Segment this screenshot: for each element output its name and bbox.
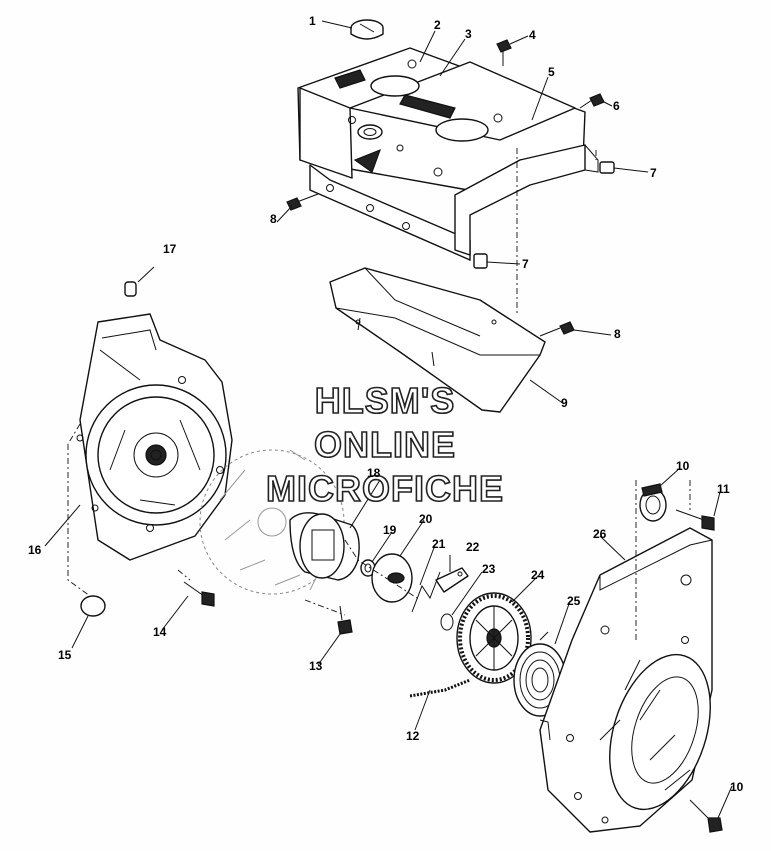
- air-guide: [329, 267, 546, 413]
- screw-6: [579, 93, 605, 109]
- callout-4: 4: [529, 28, 536, 42]
- callout-8-right: 8: [614, 327, 621, 341]
- callout-7-upper: 7: [650, 166, 657, 180]
- callout-16: 16: [28, 543, 42, 557]
- callout-10-lower: 10: [730, 780, 744, 794]
- screw-8-right: [539, 321, 575, 337]
- callout-14: 14: [153, 625, 167, 639]
- callout-1: 1: [309, 14, 316, 28]
- callout-9: 9: [561, 396, 568, 410]
- callout-19: 19: [383, 523, 397, 537]
- callout-18: 18: [367, 466, 381, 480]
- watermark-line-1: HLSM'S: [314, 380, 456, 422]
- recoil-pulley: [456, 592, 532, 684]
- callout-11: 11: [717, 482, 730, 496]
- dowel-pin: [124, 281, 137, 297]
- callout-13: 13: [309, 659, 323, 673]
- alignment-lines: [67, 148, 691, 640]
- callout-21: 21: [432, 537, 446, 551]
- callout-26: 26: [593, 527, 607, 541]
- callout-8-left: 8: [270, 212, 277, 226]
- fuel-cap: [350, 19, 384, 40]
- bolt-14: [183, 581, 215, 607]
- blower-housing: [76, 313, 233, 561]
- clamp-10: [639, 483, 667, 522]
- washer-plate: [371, 553, 413, 603]
- screw-13: [337, 605, 353, 635]
- callout-12: 12: [406, 729, 420, 743]
- watermark-line-2: ONLINE: [313, 424, 456, 466]
- starter-housing: [539, 527, 713, 833]
- screw-8-left: [286, 193, 319, 211]
- callout-7-lower: 7: [522, 257, 529, 271]
- callout-25: 25: [567, 594, 581, 608]
- retaining-ring: [440, 613, 454, 631]
- callout-6: 6: [613, 99, 620, 113]
- starter-rope: [409, 678, 471, 698]
- callout-20: 20: [419, 512, 433, 526]
- callout-17: 17: [163, 242, 177, 256]
- watermark-line-3: MICROFICHE: [265, 468, 504, 510]
- callout-22: 22: [466, 540, 480, 554]
- callout-24: 24: [531, 568, 545, 582]
- pawl-spring: [411, 571, 441, 613]
- bolt-10-lower: [689, 799, 723, 833]
- starter-cup: [289, 512, 360, 581]
- callout-2: 2: [434, 18, 441, 32]
- callout-5: 5: [548, 65, 555, 79]
- callout-23: 23: [482, 562, 496, 576]
- callout-10-upper: 10: [676, 459, 690, 473]
- callout-15: 15: [58, 648, 72, 662]
- clip-7-lower: [473, 253, 488, 269]
- clip-7-upper: [599, 161, 615, 174]
- screw-4: [496, 39, 512, 66]
- bolt-11: [675, 509, 715, 531]
- callout-3: 3: [465, 27, 472, 41]
- plug: [80, 595, 106, 617]
- engine-shroud: [297, 47, 599, 261]
- leader-lines: [44, 20, 733, 819]
- pawl: [435, 567, 469, 593]
